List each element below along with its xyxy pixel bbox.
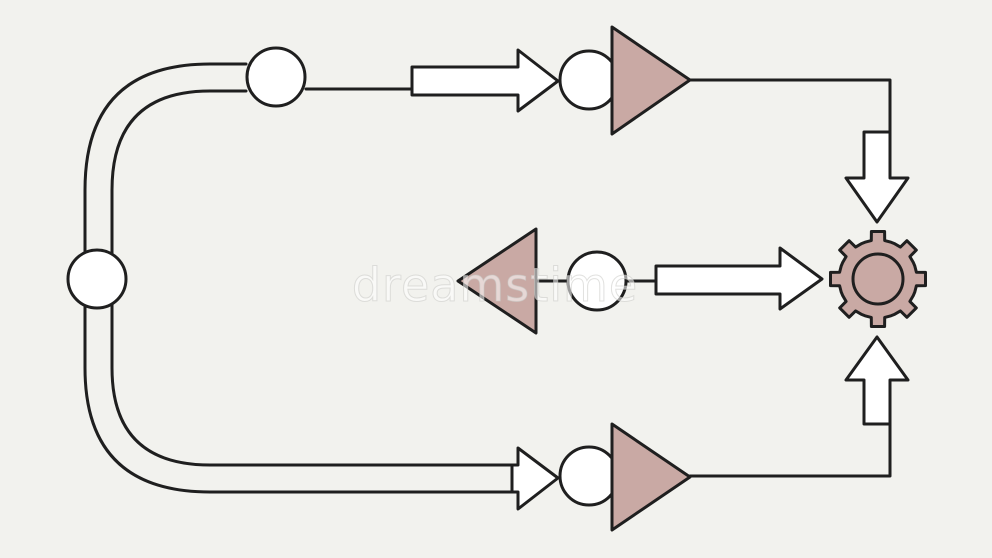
top-right-connector	[688, 78, 892, 134]
bottom-right-connector	[688, 422, 892, 478]
arrow-bottom-right	[510, 446, 560, 511]
u-pipe-outer	[83, 62, 514, 494]
arrow-middle-right	[654, 246, 824, 311]
gear-icon	[829, 230, 927, 328]
arrow-up-to-gear	[844, 335, 910, 426]
circle-node-top-left	[245, 46, 307, 108]
gear-hub	[851, 252, 905, 306]
triangle-node-middle	[456, 227, 538, 335]
arrow-down-to-gear	[844, 130, 910, 224]
circle-node-bottom-right	[558, 445, 620, 507]
circle-node-top-right	[558, 49, 620, 111]
circle-node-middle	[566, 250, 628, 312]
triangle-node-top	[610, 25, 692, 136]
arrow-top-right	[410, 48, 560, 113]
triangle-node-bottom	[610, 422, 692, 532]
circle-node-left	[66, 248, 128, 310]
